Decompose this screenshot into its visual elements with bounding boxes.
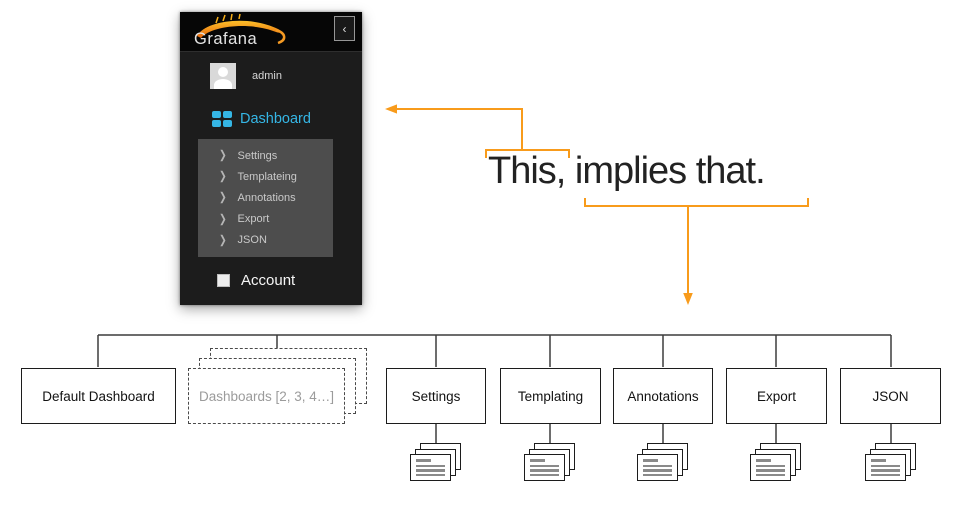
- submenu-item-label: Annotations: [237, 191, 296, 204]
- dashboard-grid-icon: [212, 111, 232, 127]
- grafana-sidebar: Grafana ‹ admin Dashboard ❯ Settings ❯ T…: [180, 12, 362, 305]
- avatar-torso-icon: [214, 79, 232, 89]
- chevron-right-icon: ❯: [219, 212, 227, 225]
- doc-stack-annotations: [637, 443, 689, 483]
- doc-stack-settings: [410, 443, 462, 483]
- chevron-right-icon: ❯: [219, 191, 227, 204]
- tree-node-dashboards: Dashboards [2, 3, 4…]: [188, 368, 345, 424]
- bracket-under-that: [584, 198, 809, 207]
- document-card-icon: [524, 454, 565, 481]
- document-card-icon: [865, 454, 906, 481]
- submenu-item-label: Templateing: [237, 170, 297, 183]
- sidebar-collapse-button[interactable]: ‹: [334, 16, 355, 41]
- tree-node-templating: Templating: [500, 368, 601, 424]
- doc-stack-json: [865, 443, 917, 483]
- dashboard-submenu: ❯ Settings ❯ Templateing ❯ Annotations ❯…: [198, 139, 333, 257]
- document-card-icon: [637, 454, 678, 481]
- doc-stack-export: [750, 443, 802, 483]
- chevron-right-icon: ❯: [219, 148, 227, 162]
- chevron-right-icon: ❯: [219, 233, 227, 246]
- submenu-item-label: JSON: [237, 234, 267, 247]
- tree-node-export: Export: [726, 368, 827, 424]
- doc-stack-templating: [524, 443, 576, 483]
- arrow-down-head-icon: [683, 293, 693, 305]
- document-card-icon: [750, 454, 791, 481]
- salamander-spikes-icon: [215, 13, 241, 24]
- salamander-body-icon: [197, 20, 281, 38]
- grafana-logo-text: Grafana: [194, 30, 257, 48]
- tree-node-annotations: Annotations: [613, 368, 713, 424]
- user-avatar[interactable]: [210, 63, 236, 89]
- avatar-head-icon: [218, 67, 228, 77]
- document-card-icon: [410, 454, 451, 481]
- submenu-item-json[interactable]: ❯ JSON: [198, 233, 333, 247]
- arrow-left-head-icon: [385, 104, 397, 114]
- sidebar-item-dashboard[interactable]: Dashboard: [212, 111, 311, 127]
- tree-node-json: JSON: [840, 368, 941, 424]
- account-label: Account: [241, 272, 296, 289]
- submenu-item-templateing[interactable]: ❯ Templateing: [198, 169, 333, 183]
- tree-node-settings: Settings: [386, 368, 486, 424]
- user-name: admin: [252, 70, 282, 82]
- chevron-right-icon: ❯: [219, 169, 227, 183]
- implies-caption: This, implies that.: [488, 150, 766, 192]
- account-square-icon: [217, 274, 230, 287]
- submenu-item-annotations[interactable]: ❯ Annotations: [198, 191, 333, 204]
- submenu-item-label: Export: [237, 213, 270, 226]
- submenu-item-settings[interactable]: ❯ Settings: [198, 148, 333, 162]
- sidebar-header: Grafana ‹: [180, 12, 362, 52]
- dashboard-label: Dashboard: [240, 111, 311, 127]
- sidebar-item-account[interactable]: Account: [217, 272, 295, 289]
- submenu-item-label: Settings: [237, 149, 278, 162]
- grafana-logo: Grafana: [194, 13, 286, 48]
- submenu-item-export[interactable]: ❯ Export: [198, 212, 333, 226]
- user-row: admin: [210, 63, 282, 89]
- salamander-tail-icon: [275, 28, 286, 45]
- tree-node-default-dashboard: Default Dashboard: [21, 368, 176, 424]
